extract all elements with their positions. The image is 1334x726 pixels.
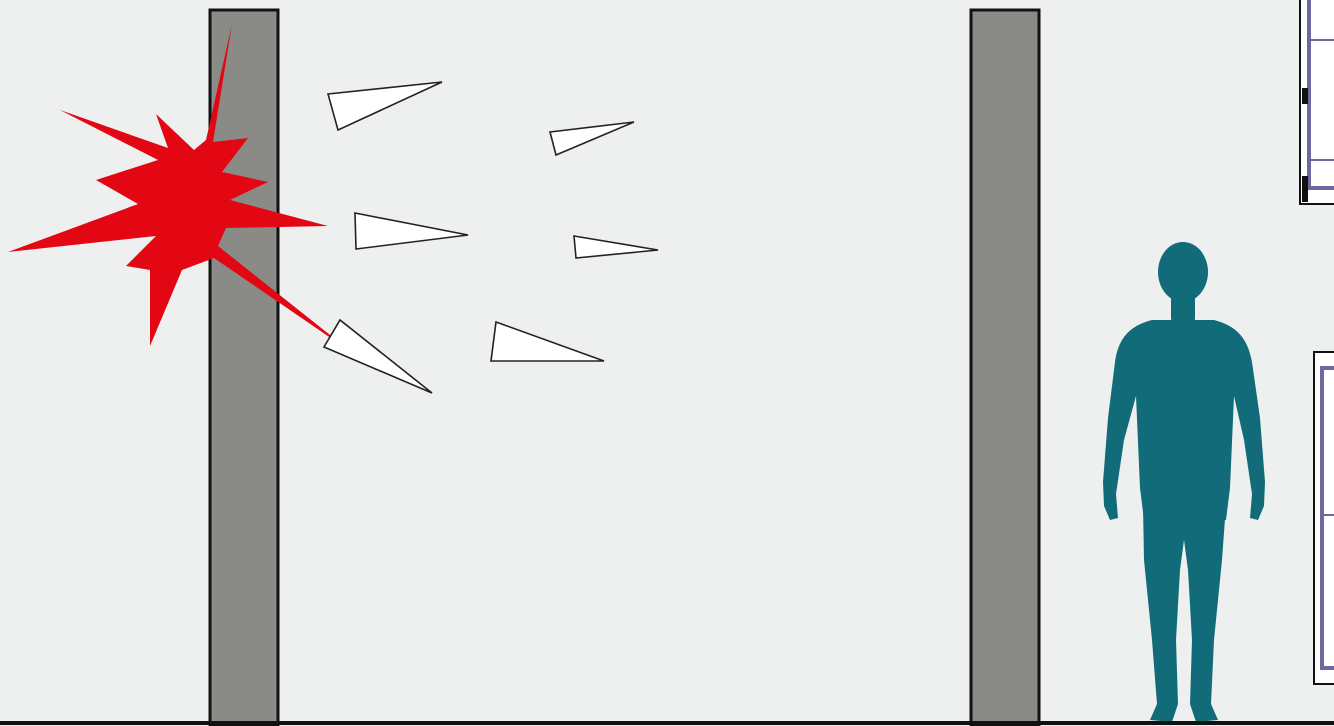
- outer-wall: [210, 10, 278, 726]
- window-upper: [1300, 0, 1334, 204]
- inner-wall: [971, 10, 1039, 726]
- window-lower: [1314, 352, 1334, 684]
